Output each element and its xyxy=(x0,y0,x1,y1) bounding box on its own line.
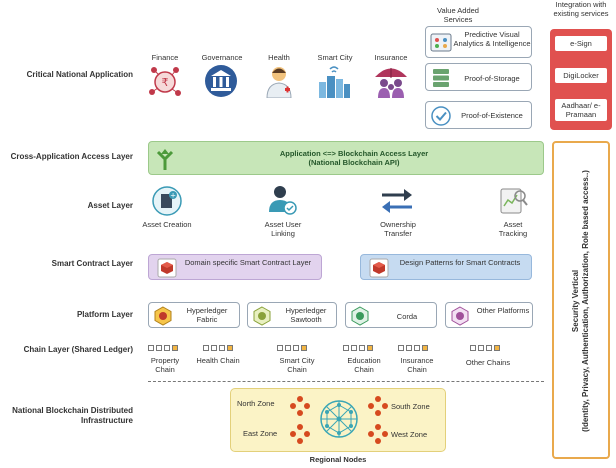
north-nodes-icon xyxy=(289,395,311,417)
layer-label-smart-contract: Smart Contract Layer xyxy=(51,259,133,268)
security-subtitle: (Identity, Privacy, Authentication, Auth… xyxy=(581,170,590,432)
corda-icon xyxy=(350,306,370,326)
service-card-existence: Proof-of-Existence xyxy=(425,101,532,129)
app-label-insurance: Insurance xyxy=(374,53,408,62)
chain-blocks-icon xyxy=(277,345,317,351)
chain-label-smart-city: Smart City Chain xyxy=(279,356,315,374)
contract-box-patterns: Design Patterns for Smart Contracts xyxy=(360,254,532,280)
finance-icon: ₹ xyxy=(148,64,182,98)
security-text: Security Vertical (Identity, Privacy, Au… xyxy=(571,151,591,451)
service-label-storage: Proof-of-Storage xyxy=(464,74,520,83)
zone-label-east: East Zone xyxy=(243,429,278,438)
zone-label-south: South Zone xyxy=(391,402,430,411)
layer-label-critical: Critical National Application xyxy=(26,70,133,79)
platform-card-fabric: Hyperledger Fabric xyxy=(148,302,240,328)
integration-panel: e-Sign DigiLocker Aadhaar/ e-Pramaan xyxy=(550,29,612,130)
asset-label-user-linking: Asset User Linking xyxy=(264,220,302,238)
transfer-arrows-icon xyxy=(380,186,414,216)
platform-label-corda: Corda xyxy=(396,312,418,321)
hyperledger-fabric-icon xyxy=(153,306,173,326)
contract-box-domain: Domain specific Smart Contract Layer xyxy=(148,254,322,280)
storage-icon xyxy=(430,67,452,89)
security-title: Security Vertical xyxy=(571,269,580,333)
zone-label-west: West Zone xyxy=(391,430,428,439)
contract-cube-icon xyxy=(157,258,177,278)
smart-city-icon xyxy=(317,64,351,98)
zone-label-north: North Zone xyxy=(237,399,275,408)
svg-text:+: + xyxy=(170,192,176,200)
pattern-cube-icon xyxy=(369,258,389,278)
platform-card-sawtooth: Hyperledger Sawtooth xyxy=(247,302,337,328)
asset-label-tracking: Asset Tracking xyxy=(498,220,528,238)
infra-box: North Zone South Zone East Zone West Zon… xyxy=(230,388,446,452)
chain-label-health: Health Chain xyxy=(196,356,240,365)
doctor-icon xyxy=(262,64,296,99)
south-nodes-icon xyxy=(367,395,389,417)
infra-divider xyxy=(148,381,544,382)
other-platforms-icon xyxy=(450,306,470,326)
analytics-icon xyxy=(430,32,452,54)
platform-card-corda: Corda xyxy=(345,302,437,328)
east-nodes-icon xyxy=(289,423,311,445)
layer-label-cross-app: Cross-Application Access Layer xyxy=(10,152,133,161)
chain-label-property: Property Chain xyxy=(150,356,180,374)
platform-label-other: Other Platforms xyxy=(476,306,530,315)
layer-label-platform: Platform Layer xyxy=(76,310,133,319)
integration-item-aadhaar: Aadhaar/ e-Pramaan xyxy=(555,99,607,121)
access-layer-title: Application <=> Blockchain Access Layer xyxy=(279,149,429,158)
asset-label-creation: Asset Creation xyxy=(142,220,192,229)
app-label-finance: Finance xyxy=(151,53,179,62)
layer-label-asset: Asset Layer xyxy=(87,201,133,210)
chain-blocks-icon xyxy=(398,345,438,351)
chain-blocks-icon xyxy=(203,345,243,351)
insurance-umbrella-icon xyxy=(373,64,409,98)
integration-item-digilocker: DigiLocker xyxy=(555,68,607,83)
platform-label-fabric: Hyperledger Fabric xyxy=(186,306,228,324)
service-card-analytics: Predictive Visual Analytics & Intelligen… xyxy=(425,26,532,58)
chain-blocks-icon xyxy=(470,345,510,351)
chain-blocks-icon xyxy=(343,345,383,351)
asset-label-ownership-transfer: Ownership Transfer xyxy=(380,220,416,238)
app-label-smart-city: Smart City xyxy=(317,53,353,62)
regional-nodes-caption: Regional Nodes xyxy=(309,455,367,464)
blockchain-network-icon xyxy=(319,399,359,439)
government-building-icon xyxy=(204,64,238,98)
platform-label-sawtooth: Hyperledger Sawtooth xyxy=(285,306,327,324)
check-circle-icon xyxy=(430,105,452,127)
west-nodes-icon xyxy=(367,423,389,445)
chain-label-insurance: Insurance Chain xyxy=(400,356,434,374)
api-branch-icon xyxy=(155,148,175,170)
user-linking-icon xyxy=(266,184,298,216)
value-added-title: Value Added Services xyxy=(437,6,479,24)
app-label-governance: Governance xyxy=(201,53,243,62)
asset-tracking-icon xyxy=(498,186,528,216)
layer-label-chain: Chain Layer (Shared Ledger) xyxy=(23,345,133,354)
chain-label-other: Other Chains xyxy=(465,358,511,367)
chain-label-education: Education Chain xyxy=(347,356,381,374)
contract-label-domain: Domain specific Smart Contract Layer xyxy=(184,258,312,267)
security-vertical: Security Vertical (Identity, Privacy, Au… xyxy=(552,141,610,459)
svg-text:₹: ₹ xyxy=(162,76,169,89)
access-layer-bar: Application <=> Blockchain Access Layer … xyxy=(148,141,544,175)
service-label-analytics: Predictive Visual Analytics & Intelligen… xyxy=(453,30,531,48)
chain-blocks-icon xyxy=(148,345,188,351)
service-label-existence: Proof-of-Existence xyxy=(461,111,523,120)
integration-item-esign: e-Sign xyxy=(555,36,607,51)
integration-title: Integration with existing services xyxy=(553,0,609,18)
service-card-storage: Proof-of-Storage xyxy=(425,63,532,91)
platform-card-other: Other Platforms xyxy=(445,302,533,328)
asset-creation-icon: + xyxy=(152,186,182,216)
app-label-health: Health xyxy=(268,53,290,62)
contract-label-patterns: Design Patterns for Smart Contracts xyxy=(399,258,521,267)
access-layer-subtitle: (National Blockchain API) xyxy=(308,158,400,167)
layer-label-infra: National Blockchain Distributed Infrastr… xyxy=(12,406,133,425)
hyperledger-sawtooth-icon xyxy=(252,306,272,326)
